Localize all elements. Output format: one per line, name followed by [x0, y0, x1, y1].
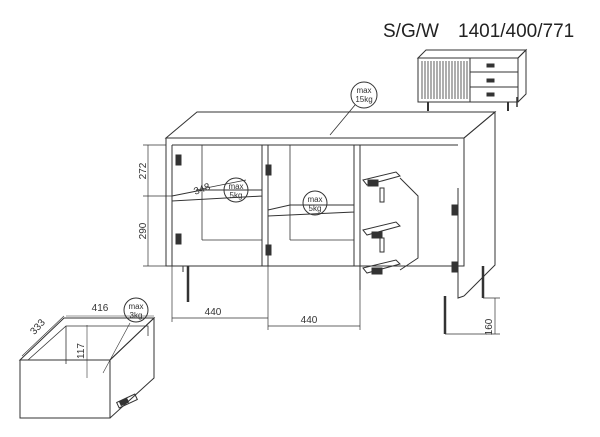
sideboard-thumbnail [416, 48, 528, 111]
load-badge-shelf-right: max 5kg [302, 190, 328, 216]
svg-text:15kg: 15kg [355, 95, 372, 104]
drawer-detail [18, 315, 156, 419]
svg-text:5kg: 5kg [309, 204, 322, 213]
dim-drawer-width: 416 [92, 303, 109, 314]
load-badge-drawer: max 3kg [123, 297, 149, 323]
dim-shelf-lower-height: 290 [138, 222, 149, 239]
dim-shelf-depth: 348 [192, 181, 212, 197]
svg-text:3kg: 3kg [130, 311, 143, 320]
product-code-prefix: S/G/W [383, 21, 439, 42]
svg-text:max: max [128, 302, 143, 311]
dim-compartment-width-right: 440 [301, 315, 318, 326]
dimension-lines-main [143, 144, 500, 335]
dim-leg-height: 160 [484, 318, 495, 335]
svg-text:max: max [356, 86, 371, 95]
product-code-dimensions: 1401/400/771 [458, 21, 574, 42]
svg-text:5kg: 5kg [230, 191, 243, 200]
sideboard-open-view [164, 110, 497, 334]
dim-compartment-width-left: 440 [205, 307, 222, 318]
svg-text:max: max [307, 195, 322, 204]
svg-text:max: max [228, 182, 243, 191]
dim-drawer-height: 117 [76, 343, 87, 359]
load-badge-shelf-left: max 5kg [223, 177, 249, 203]
dim-shelf-upper-height: 272 [138, 162, 149, 179]
load-badge-top: max 15kg [329, 81, 378, 136]
